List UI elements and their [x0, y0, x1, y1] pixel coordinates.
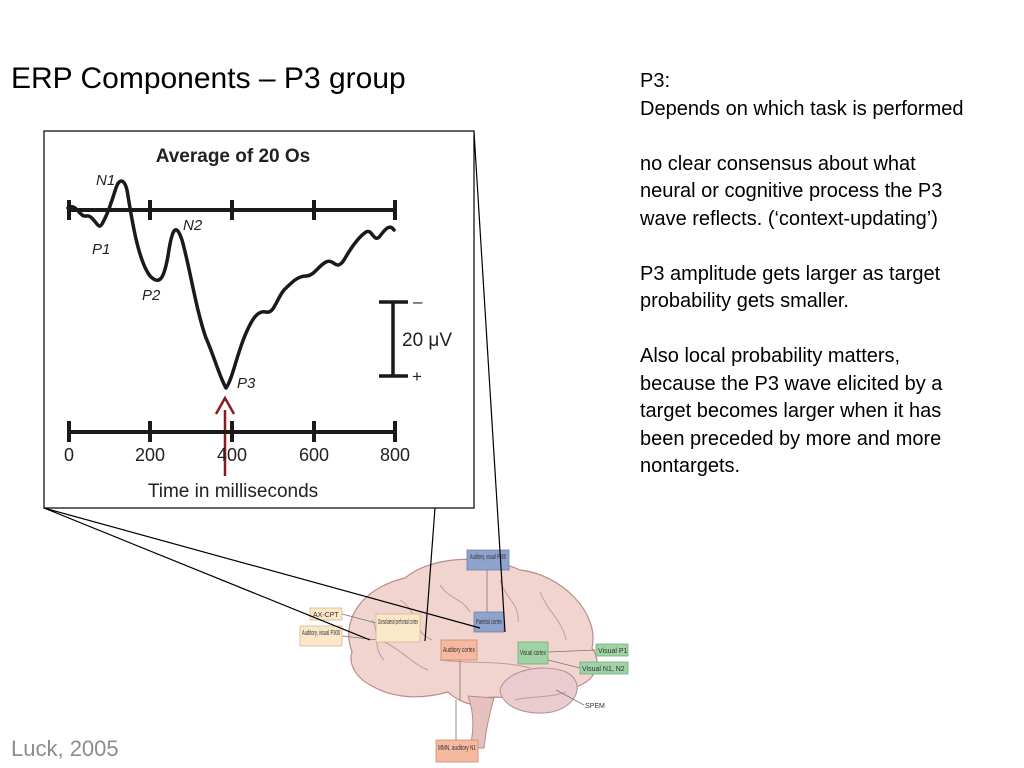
- brain-illustration: Auditory, visual P300 AX-CPT Auditory, v…: [299, 549, 629, 763]
- notes-amplitude: P3 amplitude gets larger as target proba…: [640, 262, 941, 313]
- x-tick-0: 0: [64, 445, 74, 465]
- notes-panel: P3: Depends on which task is performed n…: [640, 68, 970, 508]
- voltage-scale-bar: [379, 300, 408, 378]
- slide-title: ERP Components – P3 group: [11, 62, 406, 95]
- peak-n1-label: N1: [96, 172, 115, 189]
- zoom-callout-lines: [43, 131, 506, 642]
- scale-minus: –: [413, 292, 423, 311]
- notes-heading: P3:: [640, 70, 671, 92]
- erp-waveform: [66, 179, 396, 390]
- label-visual-n1: Visual N1, N2: [579, 661, 629, 675]
- brain-stem: [467, 695, 495, 749]
- label-parietal: Parietal cortex: [473, 611, 505, 633]
- ax-cpt-text: AX-CPT: [313, 612, 339, 619]
- erp-figure: Average of 20 Os N1 P1 N2 P2 P3 – 20 μV …: [43, 130, 475, 509]
- brain-label-leaders: [341, 570, 597, 740]
- scale-plus: +: [412, 367, 422, 386]
- x-tick-400: 400: [217, 445, 247, 465]
- auditory-visual-p300-left-text: Auditory, visual P300: [302, 630, 340, 637]
- label-visual-p1: Visual P1: [595, 643, 629, 657]
- auditory-cortex-text: Auditory cortex: [443, 647, 475, 654]
- label-ax-cpt: AX-CPT: [309, 607, 343, 621]
- brain-cerebellum: [499, 667, 578, 714]
- x-axis-label: Time in milliseconds: [148, 481, 318, 502]
- peak-p1-label: P1: [92, 241, 110, 258]
- visual-p1-text: Visual P1: [598, 648, 628, 655]
- label-mmn: MMN, auditory N1: [435, 739, 479, 763]
- peak-n2-label: N2: [183, 217, 203, 234]
- notes-consensus: no clear consensus about what neural or …: [640, 152, 943, 230]
- latency-marker-arrow: [214, 395, 236, 476]
- citation: Luck, 2005: [11, 736, 119, 761]
- visual-cortex-text: Visual cortex: [520, 650, 546, 657]
- x-tick-600: 600: [299, 445, 329, 465]
- label-auditory-visual-p300-left: Auditory, visual P300: [299, 625, 343, 647]
- scale-value: 20 μV: [402, 330, 452, 351]
- label-visual-cortex: Visual cortex: [517, 641, 549, 665]
- label-auditory-visual-p300-top: Auditory, visual P300: [466, 549, 510, 571]
- label-dorsolateral: Dorsolateral prefrontal cortex: [375, 613, 421, 643]
- parietal-text: Parietal cortex: [476, 619, 502, 626]
- notes-task-line: Depends on which task is performed: [640, 97, 964, 120]
- label-spem: SPEM: [585, 703, 605, 710]
- erp-title: Average of 20 Os: [156, 146, 311, 167]
- time-axis-ticks: [67, 421, 397, 442]
- peak-p3-label: P3: [237, 375, 256, 392]
- label-auditory-cortex: Auditory cortex: [440, 639, 478, 661]
- baseline-ticks: [67, 200, 397, 220]
- dorsolateral-text: Dorsolateral prefrontal cortex: [378, 619, 418, 626]
- auditory-visual-p300-top-text: Auditory, visual P300: [470, 554, 506, 561]
- visual-n1-text: Visual N1, N2: [582, 666, 625, 673]
- peak-p2-label: P2: [142, 287, 161, 304]
- x-tick-800: 800: [380, 445, 410, 465]
- mmn-text: MMN, auditory N1: [438, 745, 476, 752]
- notes-local-probability: Also local probability matters, because …: [640, 345, 943, 477]
- spem-text: SPEM: [585, 703, 605, 710]
- x-tick-200: 200: [135, 445, 165, 465]
